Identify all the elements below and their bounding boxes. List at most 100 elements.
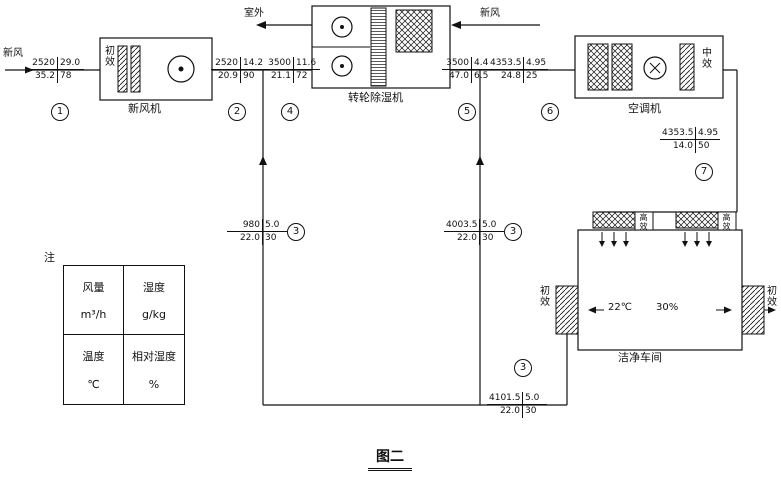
temp-value: 35.2 (28, 70, 58, 83)
airflow-value: 3500 (442, 57, 472, 70)
rh-value: 72 (296, 71, 308, 81)
legend-name: 温度 (82, 350, 105, 364)
airflow-value: 4101.5 (487, 392, 523, 405)
ahu-label: 空调机 (628, 102, 661, 115)
hepa-filter-icon (675, 211, 719, 229)
humidity-value: 5.0 (263, 219, 287, 232)
fresh-air-unit-box (99, 37, 213, 101)
regen-heater-icon (395, 9, 433, 53)
reading-station-6: 4353.5 4.95 24.8 25 (488, 57, 548, 83)
room-prefilter-left-label: 初效 (540, 286, 550, 308)
legend-cell-temperature: 温度 ℃ (64, 335, 124, 404)
legend-cell-relative-humidity: 相对湿度 % (124, 335, 184, 404)
supply-duct (5, 69, 738, 213)
legend-unit: % (148, 377, 160, 391)
legend-name: 风量 (82, 281, 105, 294)
hepa-left-label: 高效 (639, 213, 648, 231)
humidity-value: 5.0 (480, 219, 504, 232)
legend-cell-airflow: 风量 m³/h (64, 266, 124, 335)
temp-value: 47.0 (442, 70, 472, 83)
rh-value: 25 (526, 71, 538, 81)
hepa-filter-icon (592, 211, 636, 229)
arrow-up-icon (259, 156, 267, 165)
regen-fresh-air-label: 新风 (480, 8, 500, 19)
temp-value: 21.1 (264, 70, 294, 83)
legend-name: 相对湿度 (132, 350, 176, 364)
node-circle-3a: 3 (287, 223, 305, 241)
fau-prefilter-label: 初效 (105, 46, 115, 68)
temp-value: 22.0 (444, 232, 480, 245)
reading-station-2: 2520 14.2 20.9 90 (211, 57, 267, 83)
clean-room-label: 洁净车间 (618, 351, 662, 364)
temp-value: 14.0 (660, 140, 696, 153)
reading-station-3c: 4101.5 5.0 22.0 30 (487, 392, 547, 418)
legend-unit: m³/h (80, 308, 107, 321)
node-circle-5: 5 (458, 103, 476, 121)
room-prefilter-icon (741, 285, 765, 335)
airflow-value: 2520 (28, 57, 58, 70)
airflow-value: 2520 (211, 57, 241, 70)
room-temp-label: 22℃ (608, 302, 632, 313)
arrow-left-icon (256, 21, 266, 29)
reading-station-3b: 4003.5 5.0 22.0 30 (444, 219, 504, 245)
rh-value: 90 (243, 71, 255, 81)
rh-value: 50 (698, 141, 710, 151)
reading-station-1: 2520 29.0 35.2 78 (28, 57, 84, 83)
outdoor-exhaust-label: 室外 (244, 8, 264, 19)
temp-value: 22.0 (227, 232, 263, 245)
rotary-dehumidifier-box (311, 5, 451, 89)
legend-unit: ℃ (87, 377, 100, 391)
flow-arrows (25, 21, 484, 165)
reading-station-4: 3500 11.6 21.1 72 (264, 57, 320, 83)
temp-value: 24.8 (488, 70, 524, 83)
humidity-value: 11.6 (294, 57, 320, 70)
node-circle-4: 4 (281, 103, 299, 121)
node-circle-3c: 3 (514, 359, 532, 377)
room-prefilter-icon (555, 285, 579, 335)
prefilter-icon (117, 45, 128, 93)
rotary-wheel-icon (370, 7, 387, 87)
airflow-value: 4353.5 (488, 57, 524, 70)
hepa-label-box (717, 211, 737, 231)
legend-name: 湿度 (143, 281, 165, 294)
air-handling-unit-box (574, 35, 724, 99)
legend-unit: g/kg (141, 308, 167, 321)
reading-station-3a: 980 5.0 22.0 30 (227, 219, 287, 245)
humidity-value: 14.2 (241, 57, 267, 70)
filter-icon (611, 43, 633, 91)
dehumidifier-label: 转轮除湿机 (348, 91, 403, 104)
figure-title: 图二 (368, 446, 412, 471)
node-circle-2: 2 (228, 103, 246, 121)
humidity-value: 29.0 (58, 57, 84, 70)
node-circle-3b: 3 (504, 223, 522, 241)
legend-cell-humidity: 湿度 g/kg (124, 266, 184, 335)
medium-filter-label: 中效 (702, 48, 712, 70)
humidity-value: 4.4 (472, 57, 498, 70)
airflow-value: 3500 (264, 57, 294, 70)
rh-value: 78 (60, 71, 72, 81)
rh-value: 6.5 (474, 71, 489, 81)
airflow-value: 980 (227, 219, 263, 232)
room-rh-label: 30% (656, 302, 679, 313)
rh-value: 30 (525, 406, 537, 416)
arrow-right-icon (25, 66, 34, 74)
clean-room-box (555, 211, 776, 351)
rh-value: 30 (265, 233, 277, 243)
airflow-value: 4353.5 (660, 127, 696, 140)
rh-value: 30 (482, 233, 494, 243)
humidity-value: 4.95 (524, 58, 548, 70)
prefilter-icon (130, 45, 141, 93)
node-circle-6: 6 (541, 103, 559, 121)
humidity-value: 4.95 (696, 128, 720, 140)
legend-table: 风量 m³/h 湿度 g/kg 温度 ℃ 相对湿度 % (63, 265, 185, 405)
reading-station-7: 4353.5 4.95 14.0 50 (660, 127, 720, 153)
temp-value: 22.0 (487, 405, 523, 418)
hepa-right-label: 高效 (722, 213, 731, 231)
node-circle-7: 7 (695, 163, 713, 181)
node-circle-1: 1 (51, 103, 69, 121)
note-label: 注 (44, 251, 55, 264)
airflow-value: 4003.5 (444, 219, 480, 232)
room-airflow-arrowheads (588, 241, 776, 314)
